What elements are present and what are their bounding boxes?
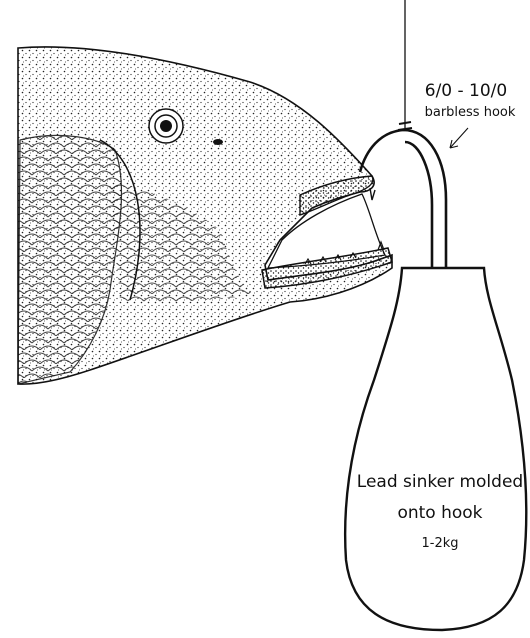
nostril — [213, 139, 223, 145]
hook-type-label: barbless hook — [425, 105, 516, 120]
fish-illustration — [18, 47, 392, 384]
hook-size-label: 6/0 - 10/0 — [425, 81, 507, 101]
sinker-label-line2: onto hook — [397, 503, 482, 523]
sinker-weight-label: 1-2kg — [421, 536, 458, 551]
hook-pointer-arrow — [450, 128, 468, 148]
sinker-label-line1: Lead sinker molded — [357, 472, 523, 492]
eye-pupil — [160, 120, 172, 132]
lead-sinker — [345, 268, 526, 630]
lip-fang — [370, 188, 375, 200]
